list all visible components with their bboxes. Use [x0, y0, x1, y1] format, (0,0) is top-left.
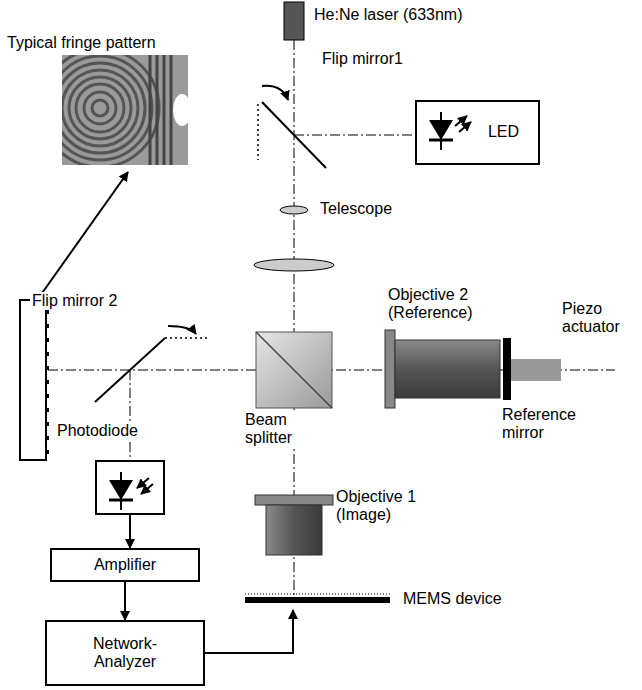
led-box: LED [415, 100, 540, 165]
part-label: Piezo actuator [560, 300, 640, 337]
part-label: Objective 1 (Image) [334, 488, 438, 525]
part-label: He:Ne laser (633nm) [312, 6, 465, 24]
part-label: Beam splitter [243, 411, 315, 448]
part-label: Reference mirror [500, 406, 590, 443]
led-symbol [425, 110, 475, 154]
node-text: Amplifier [94, 556, 156, 574]
network-analyzer-box: Network-Analyzer [45, 620, 205, 686]
part-label: Flip mirror1 [320, 50, 405, 68]
mems-device: MEMS device [245, 588, 515, 610]
part-label: Telescope [318, 200, 394, 218]
photodiode-box: Photodiode [95, 460, 165, 515]
node-text: MEMS device [403, 590, 502, 608]
amplifier-box: Amplifier [50, 548, 200, 582]
mems-plate [245, 588, 390, 610]
part-label: Flip mirror 2 [30, 292, 119, 310]
signal-connector [124, 582, 126, 620]
signal-connector [205, 610, 293, 653]
part-label: Typical fringe pattern [5, 34, 158, 52]
node-text: Photodiode [55, 422, 140, 440]
node-text: Network-Analyzer [75, 635, 175, 672]
node-text: LED [488, 123, 519, 141]
part-label: Objective 2 (Reference) [386, 286, 490, 323]
signal-connector [129, 515, 131, 548]
photodiode-symbol [105, 470, 155, 514]
